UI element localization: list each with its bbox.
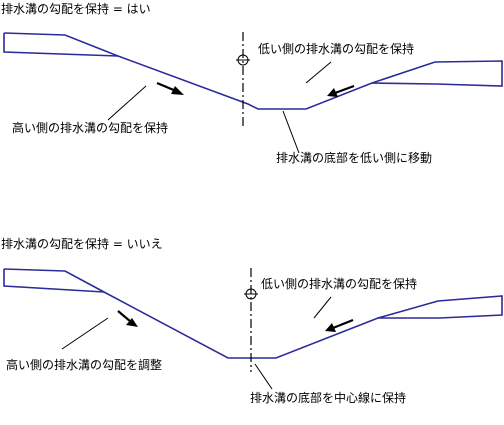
leader-line-bottom-bottom (254, 363, 273, 390)
label-left-top: 高い側の排水溝の勾配を保持 (12, 120, 168, 135)
diagram-bottom-title: 排水溝の勾配を保持 = いいえ (1, 236, 163, 251)
leader-line-right-bottom (313, 296, 332, 319)
diagram-top-title: 排水溝の勾配を保持 = はい (1, 1, 151, 16)
label-right-bottom: 低い側の排水溝の勾配を保持 (261, 276, 417, 291)
ditch-left-bank-bottom (3, 269, 105, 293)
diagram-top: 排水溝の勾配を保持 = はい 高い側の排水溝の勾配を保持 低い側の排水溝の勾配を… (1, 1, 503, 165)
leader-line-bottom-top (282, 110, 300, 154)
leader-line-right-top (305, 61, 332, 84)
ditch-profile-bottom (3, 268, 503, 359)
label-bottom-top: 排水溝の底部を低い側に移動 (276, 150, 432, 165)
label-right-top: 低い側の排水溝の勾配を保持 (258, 41, 414, 56)
diagram-bottom: 排水溝の勾配を保持 = いいえ 高い側の排水溝の勾配を調整 低い側の排水溝の勾配… (1, 236, 503, 405)
circle-crosshair-icon (244, 288, 258, 300)
arrow-icon (327, 84, 355, 97)
ditch-left-bank-top (3, 33, 119, 57)
label-left-bottom: 高い側の排水溝の勾配を調整 (6, 357, 162, 372)
arrow-icon (156, 81, 184, 95)
leader-line-left-bottom (61, 317, 109, 350)
leader-line-left-top (107, 85, 147, 121)
ditch-profile-top (3, 32, 503, 110)
arrow-icon (117, 310, 138, 327)
label-bottom-bottom: 排水溝の底部を中心線に保持 (250, 390, 406, 405)
arrow-icon (325, 318, 354, 332)
circle-crosshair-icon (236, 54, 250, 66)
